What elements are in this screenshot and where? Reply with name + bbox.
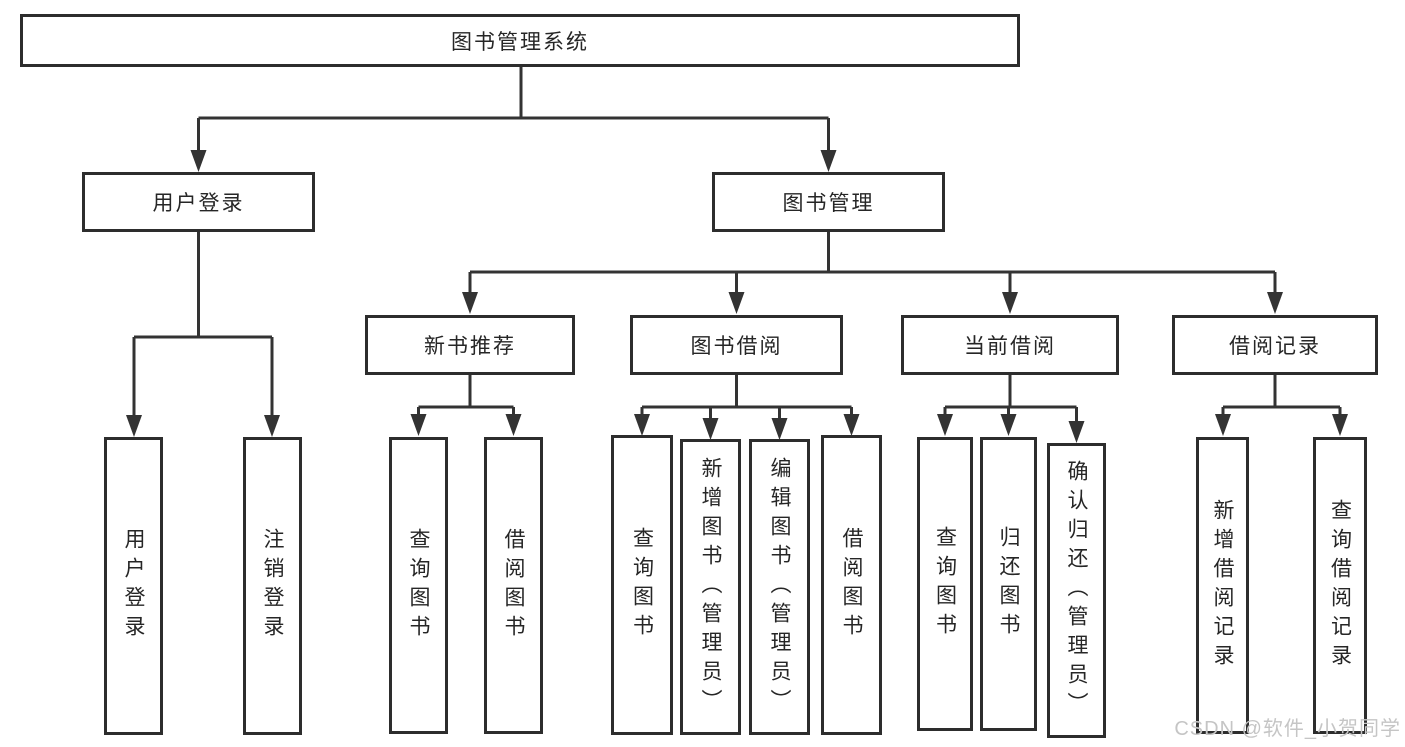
connector-book-mgmt [462, 232, 1283, 314]
leaf-label: 用户登录 [122, 528, 145, 644]
leaf-label: 归还图书 [997, 526, 1020, 642]
connector-new-book [410, 375, 522, 436]
connector-current-borrow [937, 375, 1085, 443]
node-leaf-query-books: 查询图书 [917, 437, 973, 731]
csdn-watermark: CSDN @软件_小贺同学 [1174, 718, 1401, 740]
node-leaf-query-borrow-record: 查询借阅记录 [1313, 437, 1367, 734]
node-leaf-confirm-return-admin: 确认归还（管理员） [1047, 443, 1106, 738]
leaf-label: 注销登录 [261, 528, 284, 644]
node-leaf-borrow-books: 借阅图书 [484, 437, 543, 734]
connector-borrow-record [1215, 375, 1348, 436]
connector-user-login [126, 232, 280, 437]
node-leaf-borrow-books: 借阅图书 [821, 435, 882, 735]
node-leaf-logout: 注销登录 [243, 437, 302, 735]
node-current-borrow: 当前借阅 [901, 315, 1119, 375]
leaf-label: 查询图书 [407, 527, 430, 644]
node-leaf-add-books-admin: 新增图书（管理员） [680, 439, 741, 735]
leaf-label: 新增借阅记录 [1211, 498, 1234, 673]
connector-root [190, 67, 837, 172]
leaf-label: 查询借阅记录 [1328, 498, 1352, 673]
node-book-borrow: 图书借阅 [630, 315, 843, 375]
node-leaf-add-borrow-record: 新增借阅记录 [1196, 437, 1249, 734]
leaf-label: 查询图书 [630, 527, 654, 643]
node-leaf-edit-books-admin: 编辑图书（管理员） [749, 439, 810, 735]
node-borrow-record: 借阅记录 [1172, 315, 1378, 375]
node-leaf-return-books: 归还图书 [980, 437, 1037, 731]
node-user-login: 用户登录 [82, 172, 315, 232]
node-leaf-query-books: 查询图书 [389, 437, 448, 734]
node-leaf-user-login: 用户登录 [104, 437, 163, 735]
leaf-label: 编辑图书（管理员） [768, 456, 791, 718]
node-root: 图书管理系统 [20, 14, 1020, 67]
leaf-label: 查询图书 [933, 526, 957, 642]
leaf-label: 确认归还（管理员） [1065, 460, 1088, 721]
leaf-label: 借阅图书 [502, 527, 525, 644]
node-book-management: 图书管理 [712, 172, 945, 232]
leaf-label: 新增图书（管理员） [699, 456, 722, 718]
leaf-label: 借阅图书 [840, 527, 863, 643]
connector-book-borrow [634, 375, 860, 440]
node-leaf-query-books: 查询图书 [611, 435, 673, 735]
node-new-book-recommend: 新书推荐 [365, 315, 575, 375]
